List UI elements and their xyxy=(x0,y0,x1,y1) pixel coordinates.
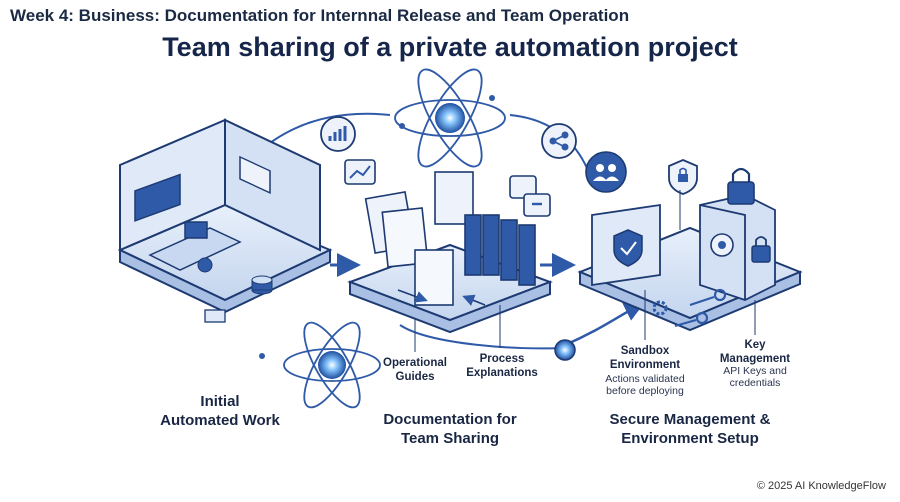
key-icon xyxy=(674,288,727,328)
node-dot-icon xyxy=(554,339,576,361)
callout-key-desc: API Keys and credentials xyxy=(723,365,787,389)
shield-lock-icon xyxy=(668,159,698,195)
copyright: © 2025 AI KnowledgeFlow xyxy=(756,480,886,492)
stage-label-documentation: Documentation for Team Sharing xyxy=(383,411,517,447)
line-chart-card-icon xyxy=(344,159,376,185)
office-room-illustration xyxy=(117,118,333,323)
callout-lines xyxy=(414,190,756,352)
padlock-icon xyxy=(751,236,771,263)
callout-operational-guides: Operational Guides xyxy=(383,357,447,383)
callout-process-explanations: Process Explanations xyxy=(466,353,538,379)
callout-sandbox-title: Sandbox Environment xyxy=(609,345,681,371)
link-icon xyxy=(509,175,551,217)
share-icon xyxy=(541,123,577,159)
atom-icon xyxy=(394,68,506,168)
gear-icon xyxy=(652,300,668,316)
dot-icon xyxy=(259,353,265,359)
safe-icon xyxy=(699,194,776,301)
callout-sandbox-desc: Actions validated before deploying xyxy=(605,373,685,397)
atom-icon xyxy=(283,321,381,409)
team-icon xyxy=(585,151,627,193)
page-title: Team sharing of a private automation pro… xyxy=(162,32,738,62)
documents-platform-illustration xyxy=(347,171,553,334)
stage-label-secure: Secure Management & Environment Setup xyxy=(609,411,771,447)
callout-key-title: Key Management xyxy=(719,339,791,365)
week-title: Week 4: Business: Documentation for Inte… xyxy=(10,6,630,25)
padlock-icon xyxy=(727,167,755,205)
stage-label-initial: Initial Automated Work xyxy=(160,393,280,429)
secure-platform-illustration xyxy=(577,167,803,332)
chart-badge-icon xyxy=(320,116,356,152)
